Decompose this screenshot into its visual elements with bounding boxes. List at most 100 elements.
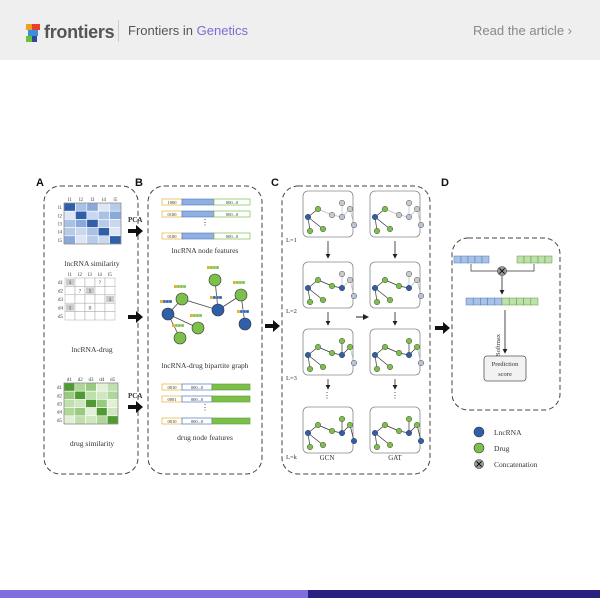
- lncrna-node: [339, 430, 346, 437]
- footer-bar-left: [0, 590, 308, 598]
- lncrna-node: [339, 285, 346, 292]
- node-feature-chip: [215, 265, 220, 270]
- drug-node: [320, 225, 327, 232]
- drug-node: [208, 273, 222, 287]
- frontiers-logo[interactable]: frontiers: [26, 22, 115, 43]
- node-feature-chip: [195, 313, 200, 318]
- node-feature-chip: [165, 299, 170, 304]
- drug-node: [374, 366, 381, 373]
- drug-node: [382, 277, 389, 284]
- drug-embedding-cell: [537, 255, 546, 264]
- concatenated-embedding-cell: [472, 297, 481, 306]
- panel-label-a: A: [36, 177, 44, 189]
- panel-label-c: C: [271, 177, 279, 189]
- zero-padding: 000...0: [226, 212, 239, 217]
- drug-node: [414, 205, 421, 212]
- matrix-col-label: l5: [108, 273, 112, 278]
- matrix-cell: [96, 399, 108, 408]
- one-hot-code: 0010: [168, 419, 178, 424]
- node-feature-chip: [245, 309, 250, 314]
- drug-node: [329, 428, 336, 435]
- drug-node: [320, 442, 327, 449]
- matrix-row-label: d1: [58, 281, 64, 286]
- brand-name: frontiers: [44, 22, 115, 42]
- drug-node: [315, 205, 322, 212]
- drug-node: [315, 277, 322, 284]
- drug-node: [374, 227, 381, 234]
- journal-title[interactable]: Frontiers in Genetics: [128, 23, 248, 38]
- vdots: ⋮: [323, 391, 331, 400]
- panel-b-box: [147, 185, 263, 475]
- node-feature-chip: [210, 296, 213, 299]
- matrix-cell: [97, 202, 110, 212]
- lncrna-node: [305, 285, 312, 292]
- matrix-cell: [94, 302, 106, 312]
- drug-similarity-caption: drug similarity: [70, 439, 115, 448]
- drug-node: [414, 344, 421, 351]
- matrix-cell: [106, 399, 119, 408]
- matrix-cell: [86, 219, 99, 228]
- arrow-icon: [435, 322, 450, 334]
- arrow-icon: [128, 311, 143, 323]
- node-feature-chip: [242, 309, 247, 314]
- matrix-cell: [109, 202, 122, 212]
- matrix-cell: [86, 202, 99, 212]
- node-feature-chip: [212, 265, 217, 270]
- node-feature-chip: [215, 295, 220, 300]
- node-feature-chip: [160, 300, 163, 303]
- matrix-row-label: d5: [57, 419, 63, 424]
- lncrna-embedding-cell: [453, 255, 462, 264]
- arrow-icon: [265, 320, 280, 332]
- lncrna-feature-fill: [181, 232, 215, 240]
- legend-drug: Drug: [494, 444, 510, 453]
- node-feature-chip: [235, 280, 240, 285]
- lncrna-node: [418, 438, 425, 445]
- lncrna-features-caption: lncRNA node features: [172, 246, 239, 255]
- matrix-cell: [86, 227, 99, 237]
- zero-padding: 000...0: [226, 200, 239, 205]
- legend-lncrna: LncRNA: [494, 428, 522, 437]
- matrix-cell: [75, 227, 88, 237]
- matrix-cell: [96, 415, 108, 425]
- drug-node: [387, 442, 394, 449]
- matrix-cell: [104, 286, 116, 296]
- drug-node: [329, 283, 336, 290]
- lncrna-node: [372, 430, 379, 437]
- lncrna-node: [305, 430, 312, 437]
- concatenated-embedding-cell: [530, 297, 539, 306]
- matrix-cell: [109, 219, 122, 228]
- drug-node: [347, 422, 354, 429]
- graph-edge: [307, 354, 324, 368]
- zero-padding: 000...0: [191, 419, 204, 424]
- association-value: 1: [69, 280, 72, 286]
- matrix-cell: [63, 399, 76, 408]
- node-feature-chip: [182, 284, 187, 289]
- concatenation-legend-icon: [474, 459, 484, 469]
- matrix-cell: [63, 390, 76, 400]
- legend-concatenation: Concatenation: [494, 460, 538, 469]
- softmax-label: Softmax: [495, 333, 502, 356]
- matrix-cell: [104, 277, 116, 287]
- bipartite-graph: [160, 265, 252, 345]
- prediction-label-line2: score: [498, 371, 512, 378]
- lncrna-node: [339, 352, 346, 359]
- node-feature-chip: [207, 266, 210, 269]
- read-article-link[interactable]: Read the article ›: [473, 23, 572, 38]
- association-value: 1: [89, 289, 92, 295]
- vdots: ⋮: [201, 403, 209, 412]
- matrix-col-label: l5: [113, 198, 117, 203]
- matrix-cell: [63, 219, 76, 228]
- drug-node: [406, 338, 413, 345]
- drug-legend-icon: [473, 442, 485, 454]
- matrix-cell: [74, 294, 86, 304]
- one-hot-code: 0100: [168, 212, 178, 217]
- drug-embedding-cell: [516, 255, 525, 264]
- matrix-cell: [74, 382, 86, 392]
- lncrna-embedding-cell: [460, 255, 469, 264]
- drug-node: [396, 283, 403, 290]
- lncrna-feature-fill: [181, 198, 215, 206]
- lncrna-similarity-caption: lncRNA similarity: [64, 259, 119, 268]
